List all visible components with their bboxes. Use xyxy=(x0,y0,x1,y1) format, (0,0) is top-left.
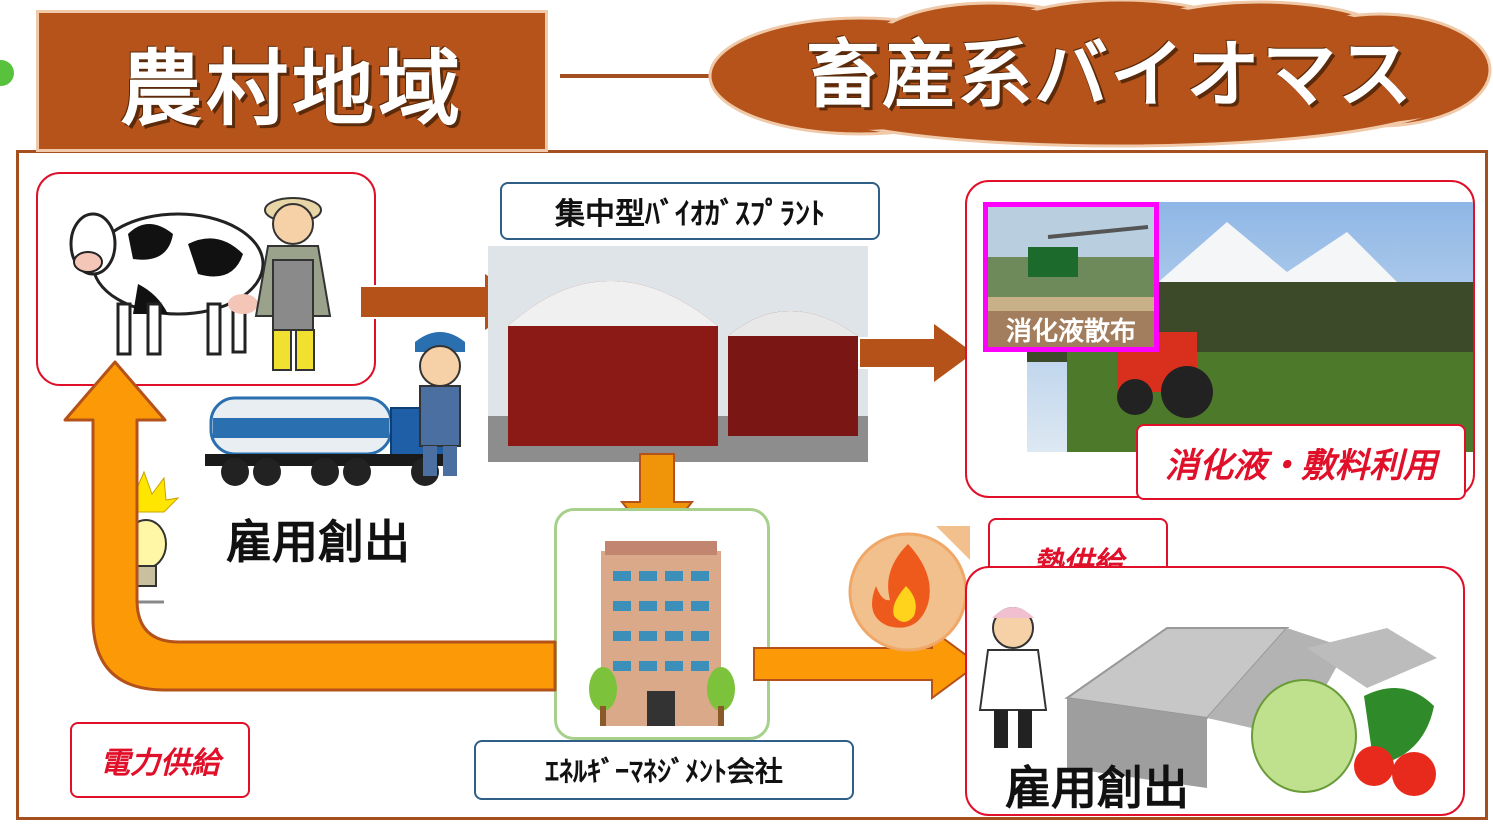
vegetables-icon xyxy=(1251,679,1436,796)
diagram-frame xyxy=(16,150,1488,820)
spread-label: 消化液散布 xyxy=(988,311,1154,347)
livestock-box xyxy=(36,172,376,386)
digestate-use-label: 消化液・敷料利用 xyxy=(1136,424,1466,500)
employment-left-label: 雇用創出 xyxy=(226,515,410,569)
employment-right-label: 雇用創出 xyxy=(1005,761,1189,815)
building-box xyxy=(554,508,770,740)
building-icon xyxy=(589,541,735,726)
arrow-to-field xyxy=(858,320,977,386)
farmer-woman-icon xyxy=(978,607,1048,748)
energy-company-label: ｴﾈﾙｷﾞｰﾏﾈｼﾞﾒﾝﾄ会社 xyxy=(474,740,854,800)
spreader-image xyxy=(988,207,1154,297)
cloud-title: 畜産系バイオマス xyxy=(806,31,1414,118)
power-supply-arrow xyxy=(63,360,557,692)
title-box: 農村地域 xyxy=(36,10,548,152)
spread-inset: 消化液散布 xyxy=(983,202,1159,352)
cow-icon xyxy=(69,212,265,356)
plant-label: 集中型ﾊﾞｲｵｶﾞｽﾌﾟﾗﾝﾄ xyxy=(500,182,880,240)
cloud-shape xyxy=(560,0,1492,148)
worker-icon xyxy=(415,332,465,476)
green-tab-icon xyxy=(0,60,14,86)
greenhouse-image xyxy=(1064,627,1437,788)
page-title: 農村地域 xyxy=(119,41,464,137)
tanker-truck-icon xyxy=(205,396,452,486)
power-supply-label: 電力供給 xyxy=(70,722,250,798)
farmer-icon xyxy=(254,197,332,371)
fire-icon xyxy=(848,526,970,652)
biogas-plant-image xyxy=(488,246,868,462)
